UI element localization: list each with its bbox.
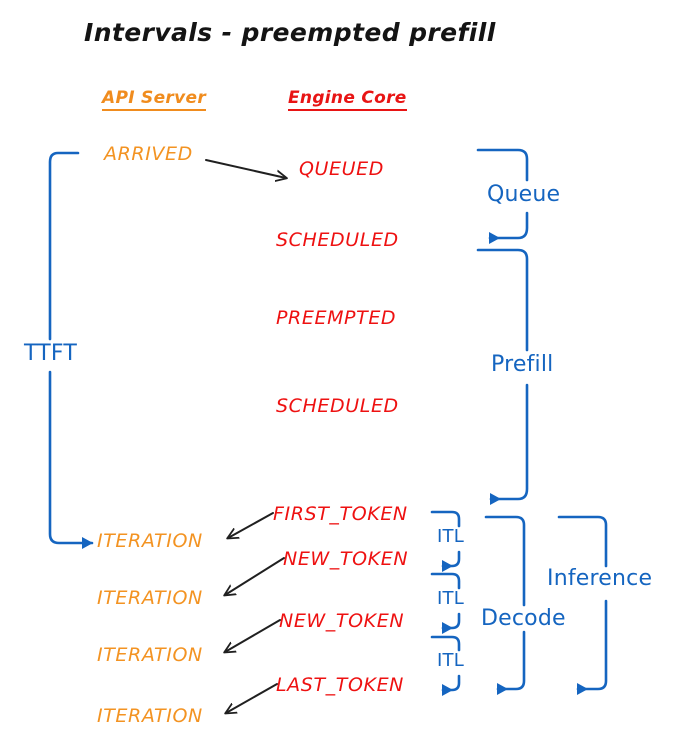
transition-arrow-last-token-to-iteration-4 <box>226 683 278 713</box>
bracket-itl-1 <box>430 510 461 572</box>
state-queued: QUEUED <box>299 158 385 180</box>
state-iteration-4: ITERATION <box>97 705 203 727</box>
transition-arrow-arrived-to-queued <box>205 159 286 178</box>
column-header-engine-core: Engine Core <box>288 90 407 111</box>
state-arrived: ARRIVED <box>104 143 193 165</box>
state-iteration-2: ITERATION <box>97 587 203 609</box>
bracket-ttft <box>48 151 94 549</box>
state-iteration-1: ITERATION <box>97 530 203 552</box>
bracket-label-itl-3: ITL <box>437 650 464 671</box>
bracket-itl-3 <box>430 635 461 696</box>
state-iteration-3: ITERATION <box>97 644 203 666</box>
bracket-inference <box>557 515 608 695</box>
bracket-label-prefill: Prefill <box>491 352 554 377</box>
state-first-token: FIRST_TOKEN <box>273 503 408 525</box>
transition-arrow-new-token-2-to-iteration-3 <box>225 619 281 652</box>
transition-arrow-new-token-1-to-iteration-2 <box>225 557 285 595</box>
bracket-decode <box>484 515 526 695</box>
state-scheduled-1: SCHEDULED <box>276 229 399 251</box>
bracket-prefill <box>476 248 529 505</box>
diagram-title: Intervals - preempted prefill <box>84 18 496 47</box>
transition-arrow-first-token-to-iteration-1 <box>228 512 274 538</box>
bracket-queue <box>476 148 529 244</box>
bracket-label-queue: Queue <box>487 182 561 207</box>
bracket-label-itl-2: ITL <box>437 588 464 609</box>
state-preempted: PREEMPTED <box>276 307 397 329</box>
column-header-api-server: API Server <box>102 90 207 111</box>
bracket-itl-2 <box>430 572 461 634</box>
bracket-label-ttft: TTFT <box>24 341 77 366</box>
bracket-label-itl-1: ITL <box>437 526 464 547</box>
state-new-token-1: NEW_TOKEN <box>283 548 409 570</box>
bracket-label-decode: Decode <box>481 606 566 631</box>
state-new-token-2: NEW_TOKEN <box>279 610 405 632</box>
state-scheduled-2: SCHEDULED <box>276 395 399 417</box>
bracket-label-inference: Inference <box>547 566 653 591</box>
state-last-token: LAST_TOKEN <box>276 674 404 696</box>
